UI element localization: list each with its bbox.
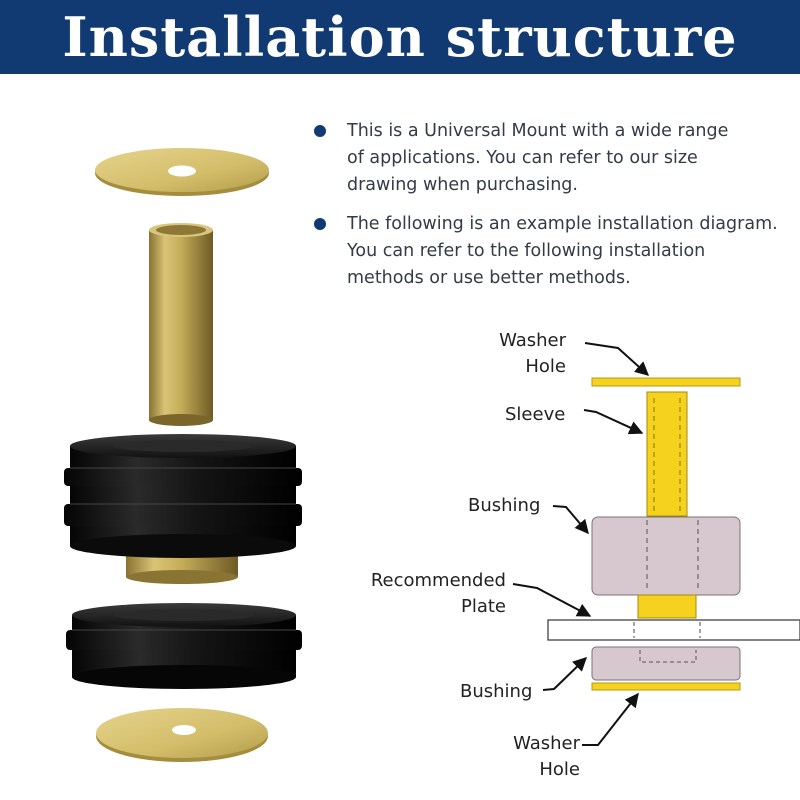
bullet-item: This is a Universal Mount with a wide ra… — [310, 118, 800, 199]
sleeve-tube — [149, 223, 213, 426]
top-washer — [95, 148, 269, 196]
arrow-plate — [512, 583, 592, 617]
label-bushing-top: Bushing — [468, 495, 541, 516]
upper-bushing — [64, 434, 302, 584]
arrow-bushing-bottom — [542, 657, 588, 691]
label-washer-hole-top: Washer Hole — [499, 330, 566, 377]
arrow-washer-hole-top — [584, 342, 650, 376]
bullet-item: The following is an example installation… — [310, 211, 800, 292]
diagram-plate — [547, 619, 800, 641]
bottom-washer — [96, 708, 268, 762]
product-photo — [64, 148, 302, 762]
diagram-bottom-washer — [591, 682, 741, 691]
diagram-lower-bushing — [591, 646, 741, 681]
page-title: Installation structure — [62, 5, 738, 69]
lower-bushing — [66, 603, 302, 689]
bullet-dot-icon — [314, 218, 326, 230]
diagram-drawing — [512, 342, 800, 746]
header-banner: Installation structure — [0, 0, 800, 74]
diagram-upper-bushing — [591, 516, 741, 596]
diagram-sleeve-lower — [637, 594, 697, 619]
bullet-list: This is a Universal Mount with a wide ra… — [310, 118, 800, 304]
arrow-bushing-top — [552, 505, 589, 535]
label-sleeve: Sleeve — [505, 404, 566, 425]
bullet-text: This is a Universal Mount with a wide ra… — [347, 121, 729, 195]
diagram-sleeve — [646, 391, 688, 517]
arrow-sleeve — [583, 409, 644, 435]
label-recommended-plate: Recommended Plate — [370, 570, 506, 617]
label-bushing-bottom: Bushing — [460, 681, 533, 702]
installation-diagram: Washer Hole Sleeve Bushing Recommended P… — [360, 320, 800, 800]
diagram-top-washer — [591, 377, 741, 387]
label-washer-hole-bottom: Washer Hole — [513, 733, 580, 780]
arrow-washer-hole-bottom — [582, 692, 639, 746]
bullet-text: The following is an example installation… — [347, 214, 778, 288]
bullet-dot-icon — [314, 125, 326, 137]
